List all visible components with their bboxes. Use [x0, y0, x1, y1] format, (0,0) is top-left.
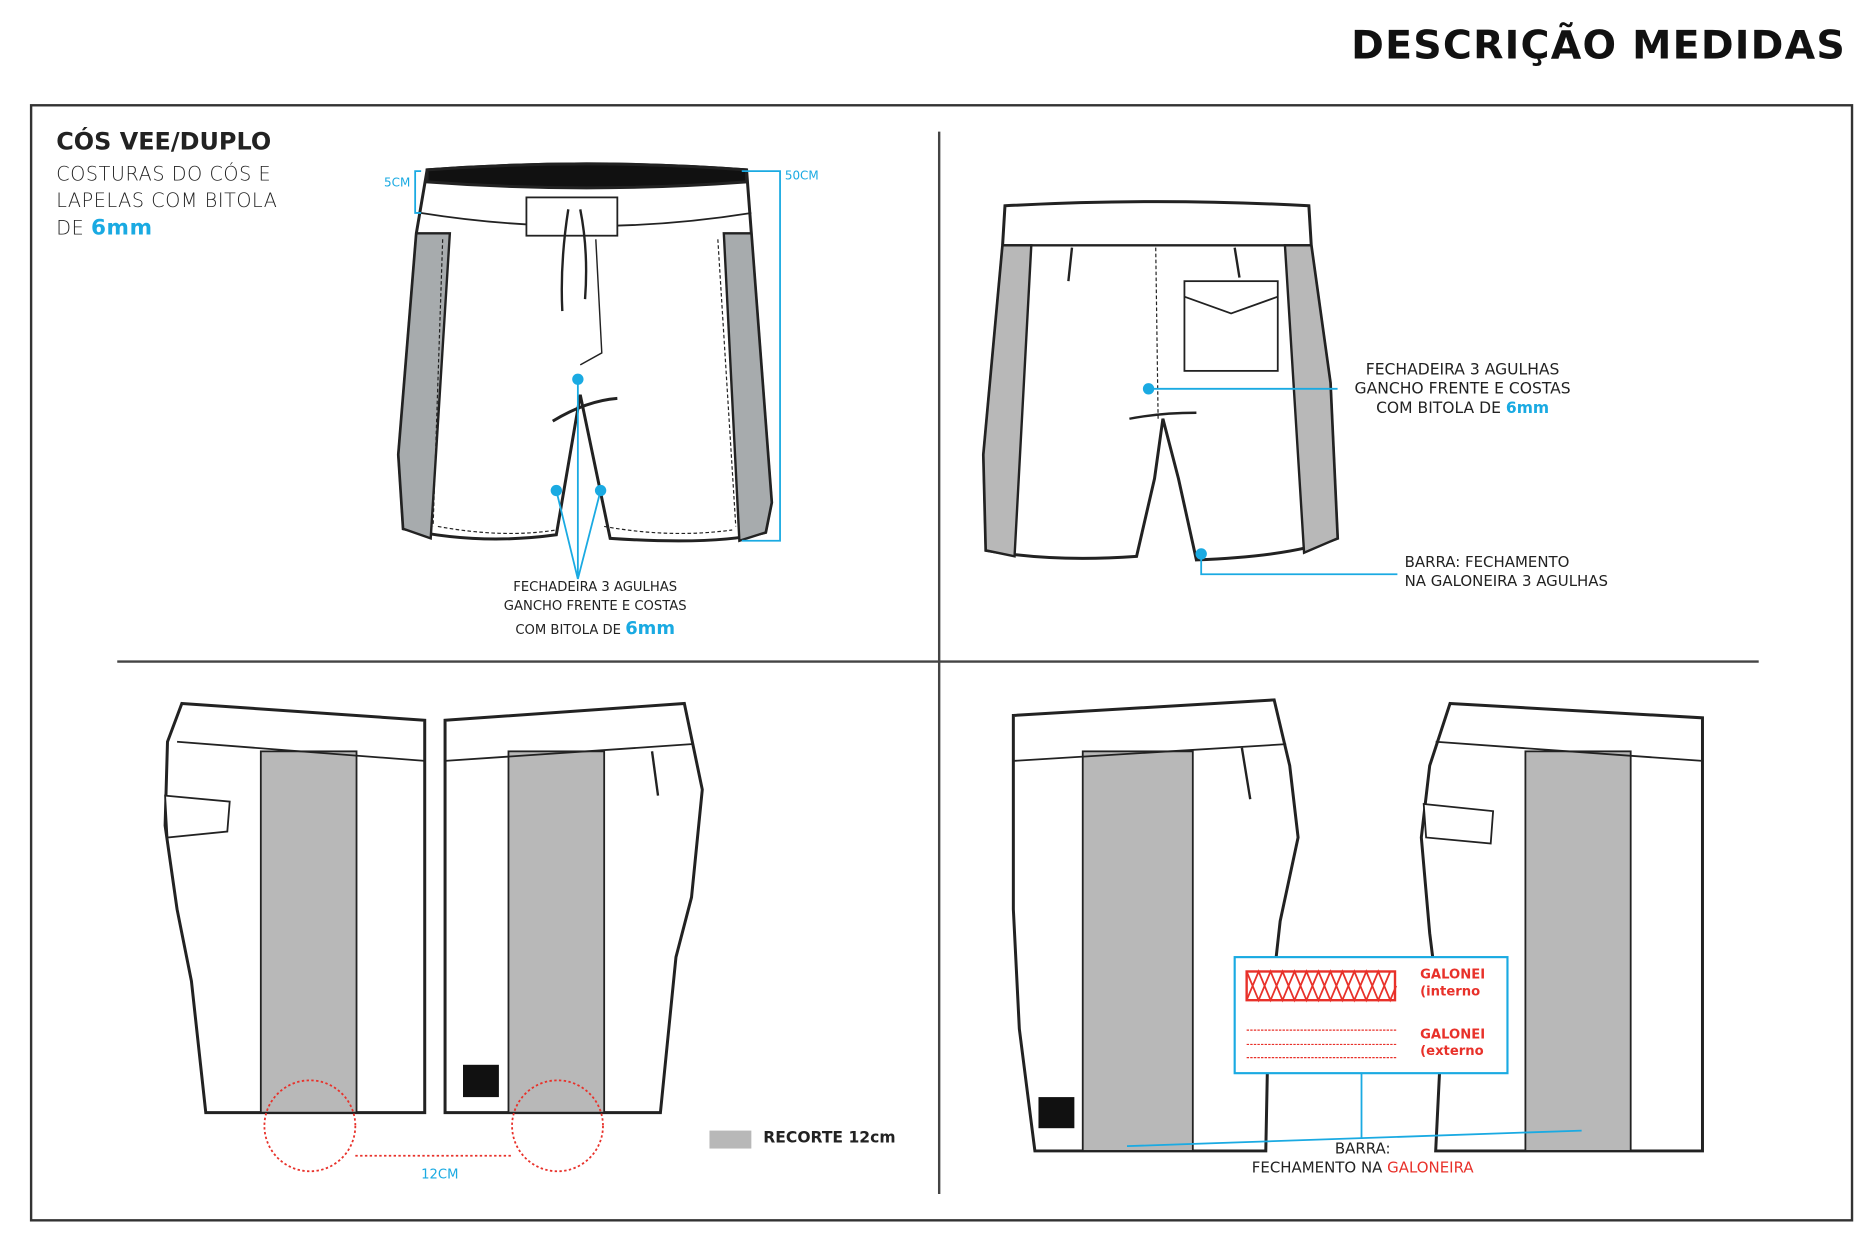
note-prefix: COM BITOLA DE — [1376, 399, 1501, 418]
note-line: BARRA: — [1334, 1138, 1391, 1157]
shorts-back-drawing — [981, 200, 1340, 562]
note-prefix: COM BITOLA DE — [515, 622, 622, 638]
galonei-interno-label: GALONEI (interno — [1420, 967, 1485, 1000]
back-callouts — [1142, 383, 1398, 576]
label-line: GALONEI — [1420, 1026, 1486, 1043]
shorts-side-views-right — [1011, 698, 1704, 1153]
dim-length: 50CM — [784, 169, 819, 184]
brand-logo — [463, 1064, 499, 1098]
front-callouts — [414, 170, 781, 580]
brand-logo — [1038, 1097, 1075, 1129]
note-line: BARRA: FECHAMENTO — [1404, 552, 1570, 571]
galonei-callout — [1126, 956, 1582, 1148]
dim-recorte: 12CM — [421, 1166, 459, 1183]
front-note: FECHADEIRA 3 AGULHAS GANCHO FRENTE E COS… — [479, 578, 712, 640]
note-highlight: 6mm — [625, 617, 676, 639]
legend-label: RECORTE 12cm — [763, 1129, 896, 1148]
label-line: GALONEI — [1420, 966, 1486, 983]
description-line: DE 6mm — [56, 215, 152, 240]
description-highlight: 6mm — [90, 215, 153, 241]
note-line: FECHADEIRA 3 AGULHAS — [513, 579, 678, 595]
note-prefix: FECHAMENTO NA — [1251, 1158, 1383, 1177]
note-highlight: GALONEIRA — [1387, 1158, 1474, 1177]
shorts-front-drawing — [396, 162, 774, 543]
frame — [29, 104, 1854, 1222]
back-note: FECHADEIRA 3 AGULHAS GANCHO FRENTE E COS… — [1340, 361, 1585, 418]
note-highlight: 6mm — [1505, 399, 1550, 418]
note-line: NA GALONEIRA 3 AGULHAS — [1404, 571, 1609, 590]
description-line: LAPELAS COM BITOLA — [56, 189, 278, 212]
description-prefix: DE — [56, 216, 85, 240]
note-line: GANCHO FRENTE E COSTAS — [1354, 380, 1571, 399]
label-line: (externo — [1420, 1043, 1484, 1059]
page-title: DESCRIÇÃO MEDIDAS — [1351, 21, 1847, 69]
galoneira-hem-note: BARRA: FECHAMENTO NA GALONEIRA — [1232, 1139, 1493, 1177]
shorts-side-views-left — [163, 701, 704, 1115]
description-line: COSTURAS DO CÓS E — [56, 162, 272, 186]
hem-note: BARRA: FECHAMENTO NA GALONEIRA 3 AGULHAS — [1405, 553, 1608, 591]
dim-waistband: 5CM — [384, 177, 411, 191]
legend-swatch — [709, 1130, 752, 1149]
section-heading: CÓS VEE/DUPLO — [56, 126, 272, 156]
label-line: (interno — [1420, 983, 1481, 999]
note-line: GANCHO FRENTE E COSTAS — [503, 598, 687, 614]
galonei-externo-label: GALONEI (externo — [1420, 1027, 1485, 1060]
recorte-callouts — [263, 1079, 604, 1173]
note-line: FECHADEIRA 3 AGULHAS — [1365, 361, 1560, 380]
